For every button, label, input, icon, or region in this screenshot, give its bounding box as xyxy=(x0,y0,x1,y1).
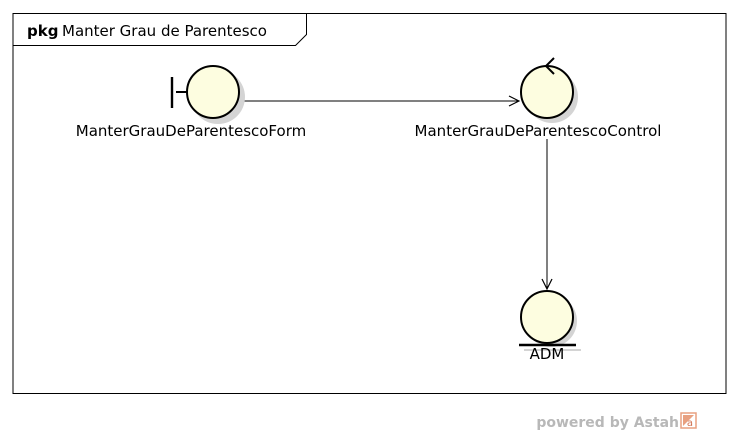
control-arrowhead xyxy=(544,57,555,75)
watermark-text: powered by Astah xyxy=(536,415,679,431)
astah-logo-icon: a xyxy=(680,412,697,429)
control-element[interactable] xyxy=(520,57,578,123)
package-keyword: pkg xyxy=(27,22,58,40)
package-frame: pkg Manter Grau de Parentesco xyxy=(12,13,727,394)
control-circle xyxy=(520,65,574,119)
boundary-element[interactable] xyxy=(170,65,245,124)
package-name: Manter Grau de Parentesco xyxy=(62,22,267,40)
entity-label: ADM xyxy=(530,345,565,363)
entity-circle xyxy=(520,290,574,344)
watermark-logo-text: a xyxy=(687,418,693,429)
package-tab xyxy=(13,13,307,46)
astah-watermark: powered by Astah a xyxy=(536,412,697,431)
boundary-circle xyxy=(186,65,240,119)
entity-element[interactable] xyxy=(519,290,581,351)
control-label: ManterGrauDeParentescoControl xyxy=(415,122,662,140)
boundary-label: ManterGrauDeParentescoForm xyxy=(76,122,306,140)
